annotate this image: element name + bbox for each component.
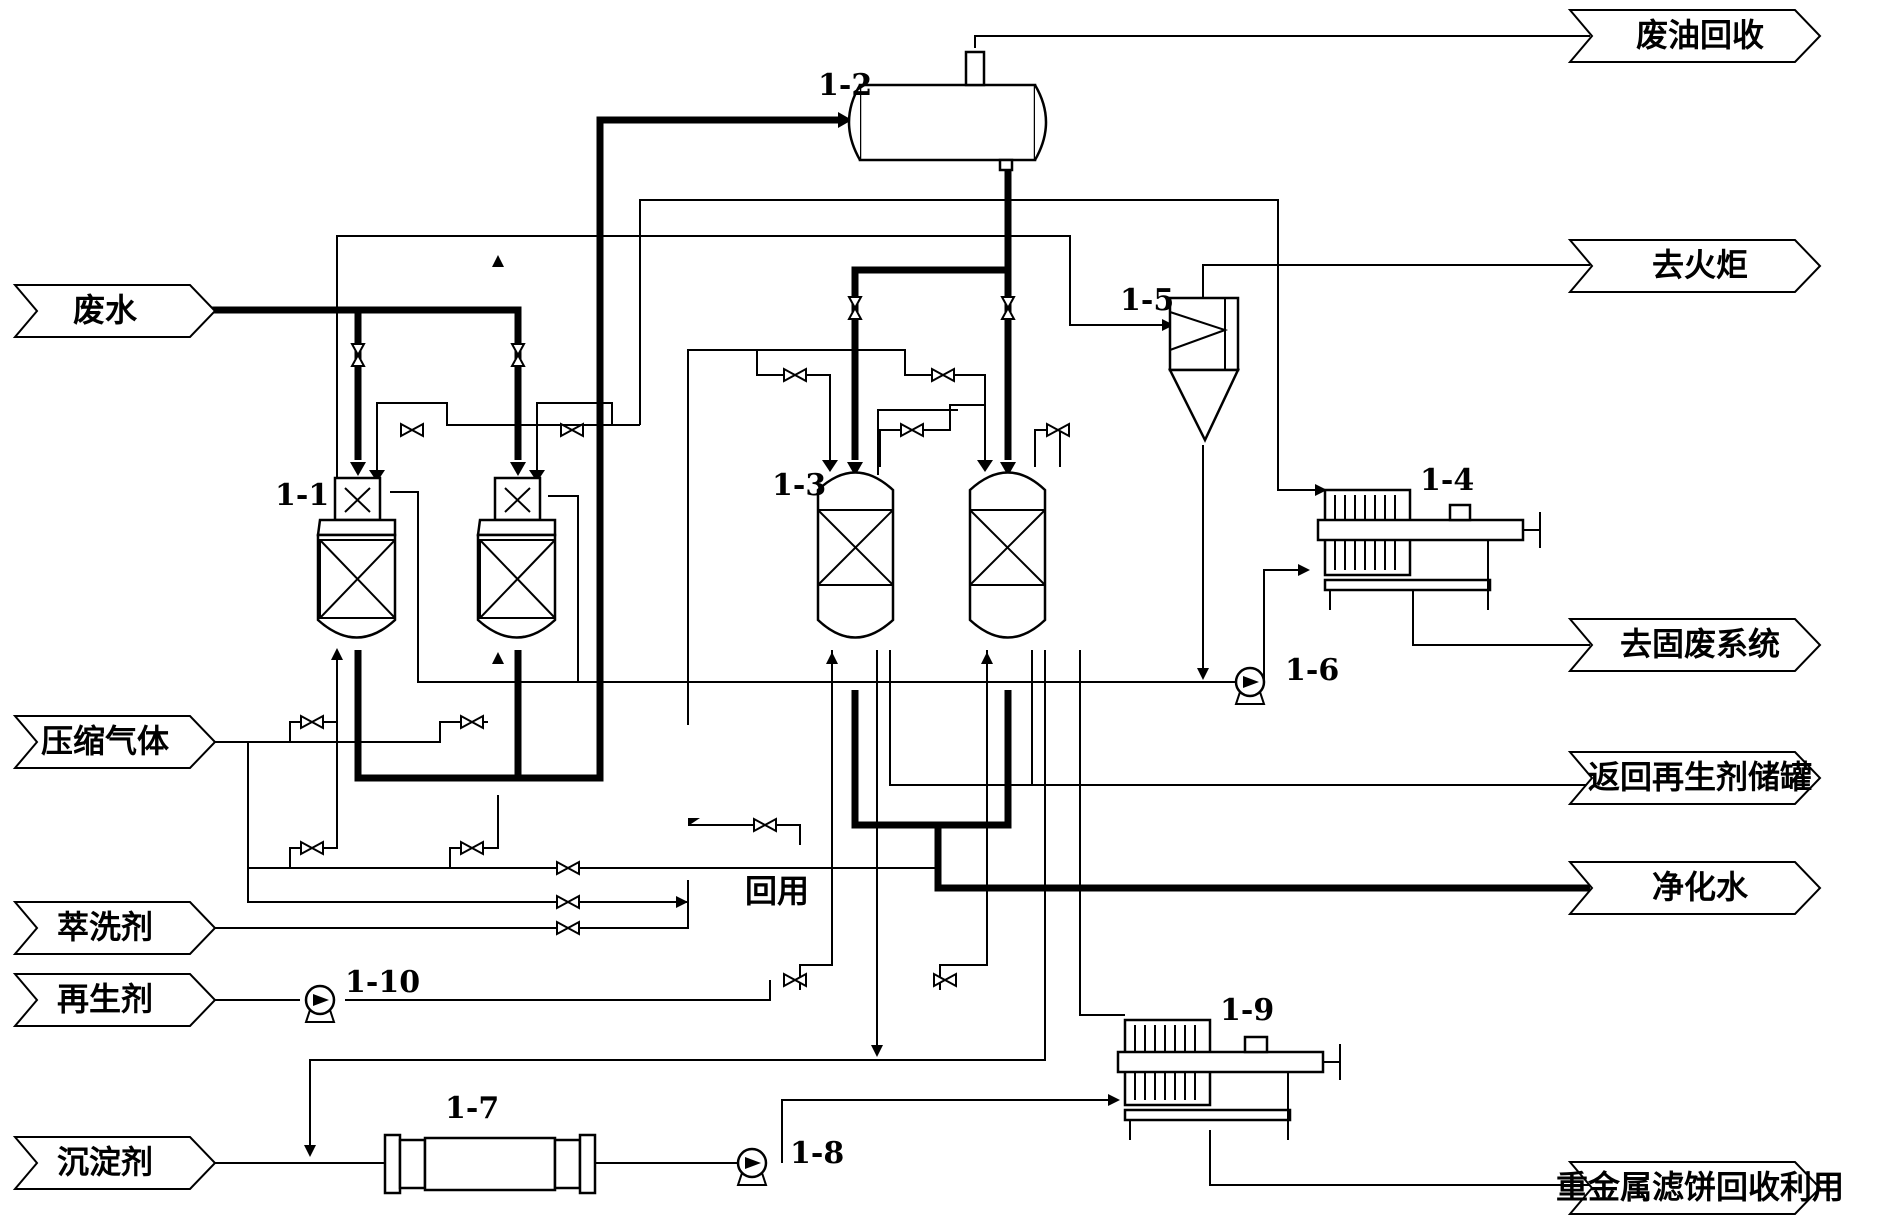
thin-pipes: [180, 35, 1590, 1186]
outlet-to-solid-waste-label: 去固废系统: [1620, 625, 1780, 663]
separator-1-2: [847, 50, 1048, 172]
label-1-1: 1-1: [275, 478, 329, 513]
filter-press-1-9: [1116, 1018, 1341, 1140]
reuse-label: 回用: [745, 872, 809, 910]
column-1-3b: [968, 471, 1047, 639]
inlet-wastewater: 废水: [14, 284, 216, 338]
label-1-2: 1-2: [818, 68, 872, 103]
valves: [300, 296, 1070, 987]
inlet-compressed-gas: 压缩气体: [14, 715, 216, 769]
pump-1-8: [736, 1147, 768, 1187]
filter-press-1-4: [1316, 488, 1541, 610]
reactor-1-1b: [476, 476, 557, 639]
pump-1-10: [304, 984, 336, 1024]
pump-1-6: [1234, 666, 1266, 706]
inlet-regenerant-label: 再生剂: [57, 980, 153, 1018]
label-1-7: 1-7: [445, 1091, 499, 1126]
label-1-4: 1-4: [1420, 463, 1474, 498]
column-1-3a: [816, 471, 895, 639]
reactor-1-1a: [316, 476, 397, 639]
inlet-regenerant: 再生剂: [14, 973, 216, 1027]
outlet-metal-cake: 重金属滤饼回收利用: [1556, 1161, 1844, 1215]
outlet-waste-oil-label: 废油回收: [1636, 16, 1764, 54]
inlet-compressed-gas-label: 压缩气体: [41, 722, 169, 760]
inlet-precipitant-label: 沉淀剂: [57, 1143, 153, 1181]
label-1-10: 1-10: [345, 965, 420, 1000]
cyclone-1-5: [1167, 296, 1240, 443]
outlet-purified-water: 净化水: [1569, 861, 1821, 915]
inlet-extractant-label: 萃洗剂: [57, 908, 153, 946]
inlet-precipitant: 沉淀剂: [14, 1136, 216, 1190]
inlet-wastewater-label: 废水: [73, 291, 138, 329]
outlet-to-flare: 去火炬: [1569, 239, 1821, 293]
label-1-8: 1-8: [790, 1136, 844, 1171]
label-1-3: 1-3: [772, 468, 826, 503]
inlet-extractant: 萃洗剂: [14, 901, 216, 955]
outlet-return-regenerant: 返回再生剂储罐: [1569, 751, 1821, 805]
outlet-to-flare-label: 去火炬: [1652, 246, 1748, 284]
outlet-metal-cake-label: 重金属滤饼回收利用: [1556, 1168, 1844, 1206]
mixer-1-7: [383, 1133, 597, 1195]
label-1-5: 1-5: [1120, 283, 1174, 318]
outlet-to-solid-waste: 去固废系统: [1569, 618, 1821, 672]
outlet-waste-oil: 废油回收: [1569, 9, 1821, 63]
flow-arrows: [304, 112, 1327, 1157]
label-1-9: 1-9: [1220, 993, 1274, 1028]
outlet-purified-water-label: 净化水: [1652, 868, 1749, 906]
outlet-return-regenerant-label: 返回再生剂储罐: [1588, 758, 1812, 796]
thick-pipes: [200, 116, 1590, 892]
label-1-6: 1-6: [1285, 653, 1339, 688]
